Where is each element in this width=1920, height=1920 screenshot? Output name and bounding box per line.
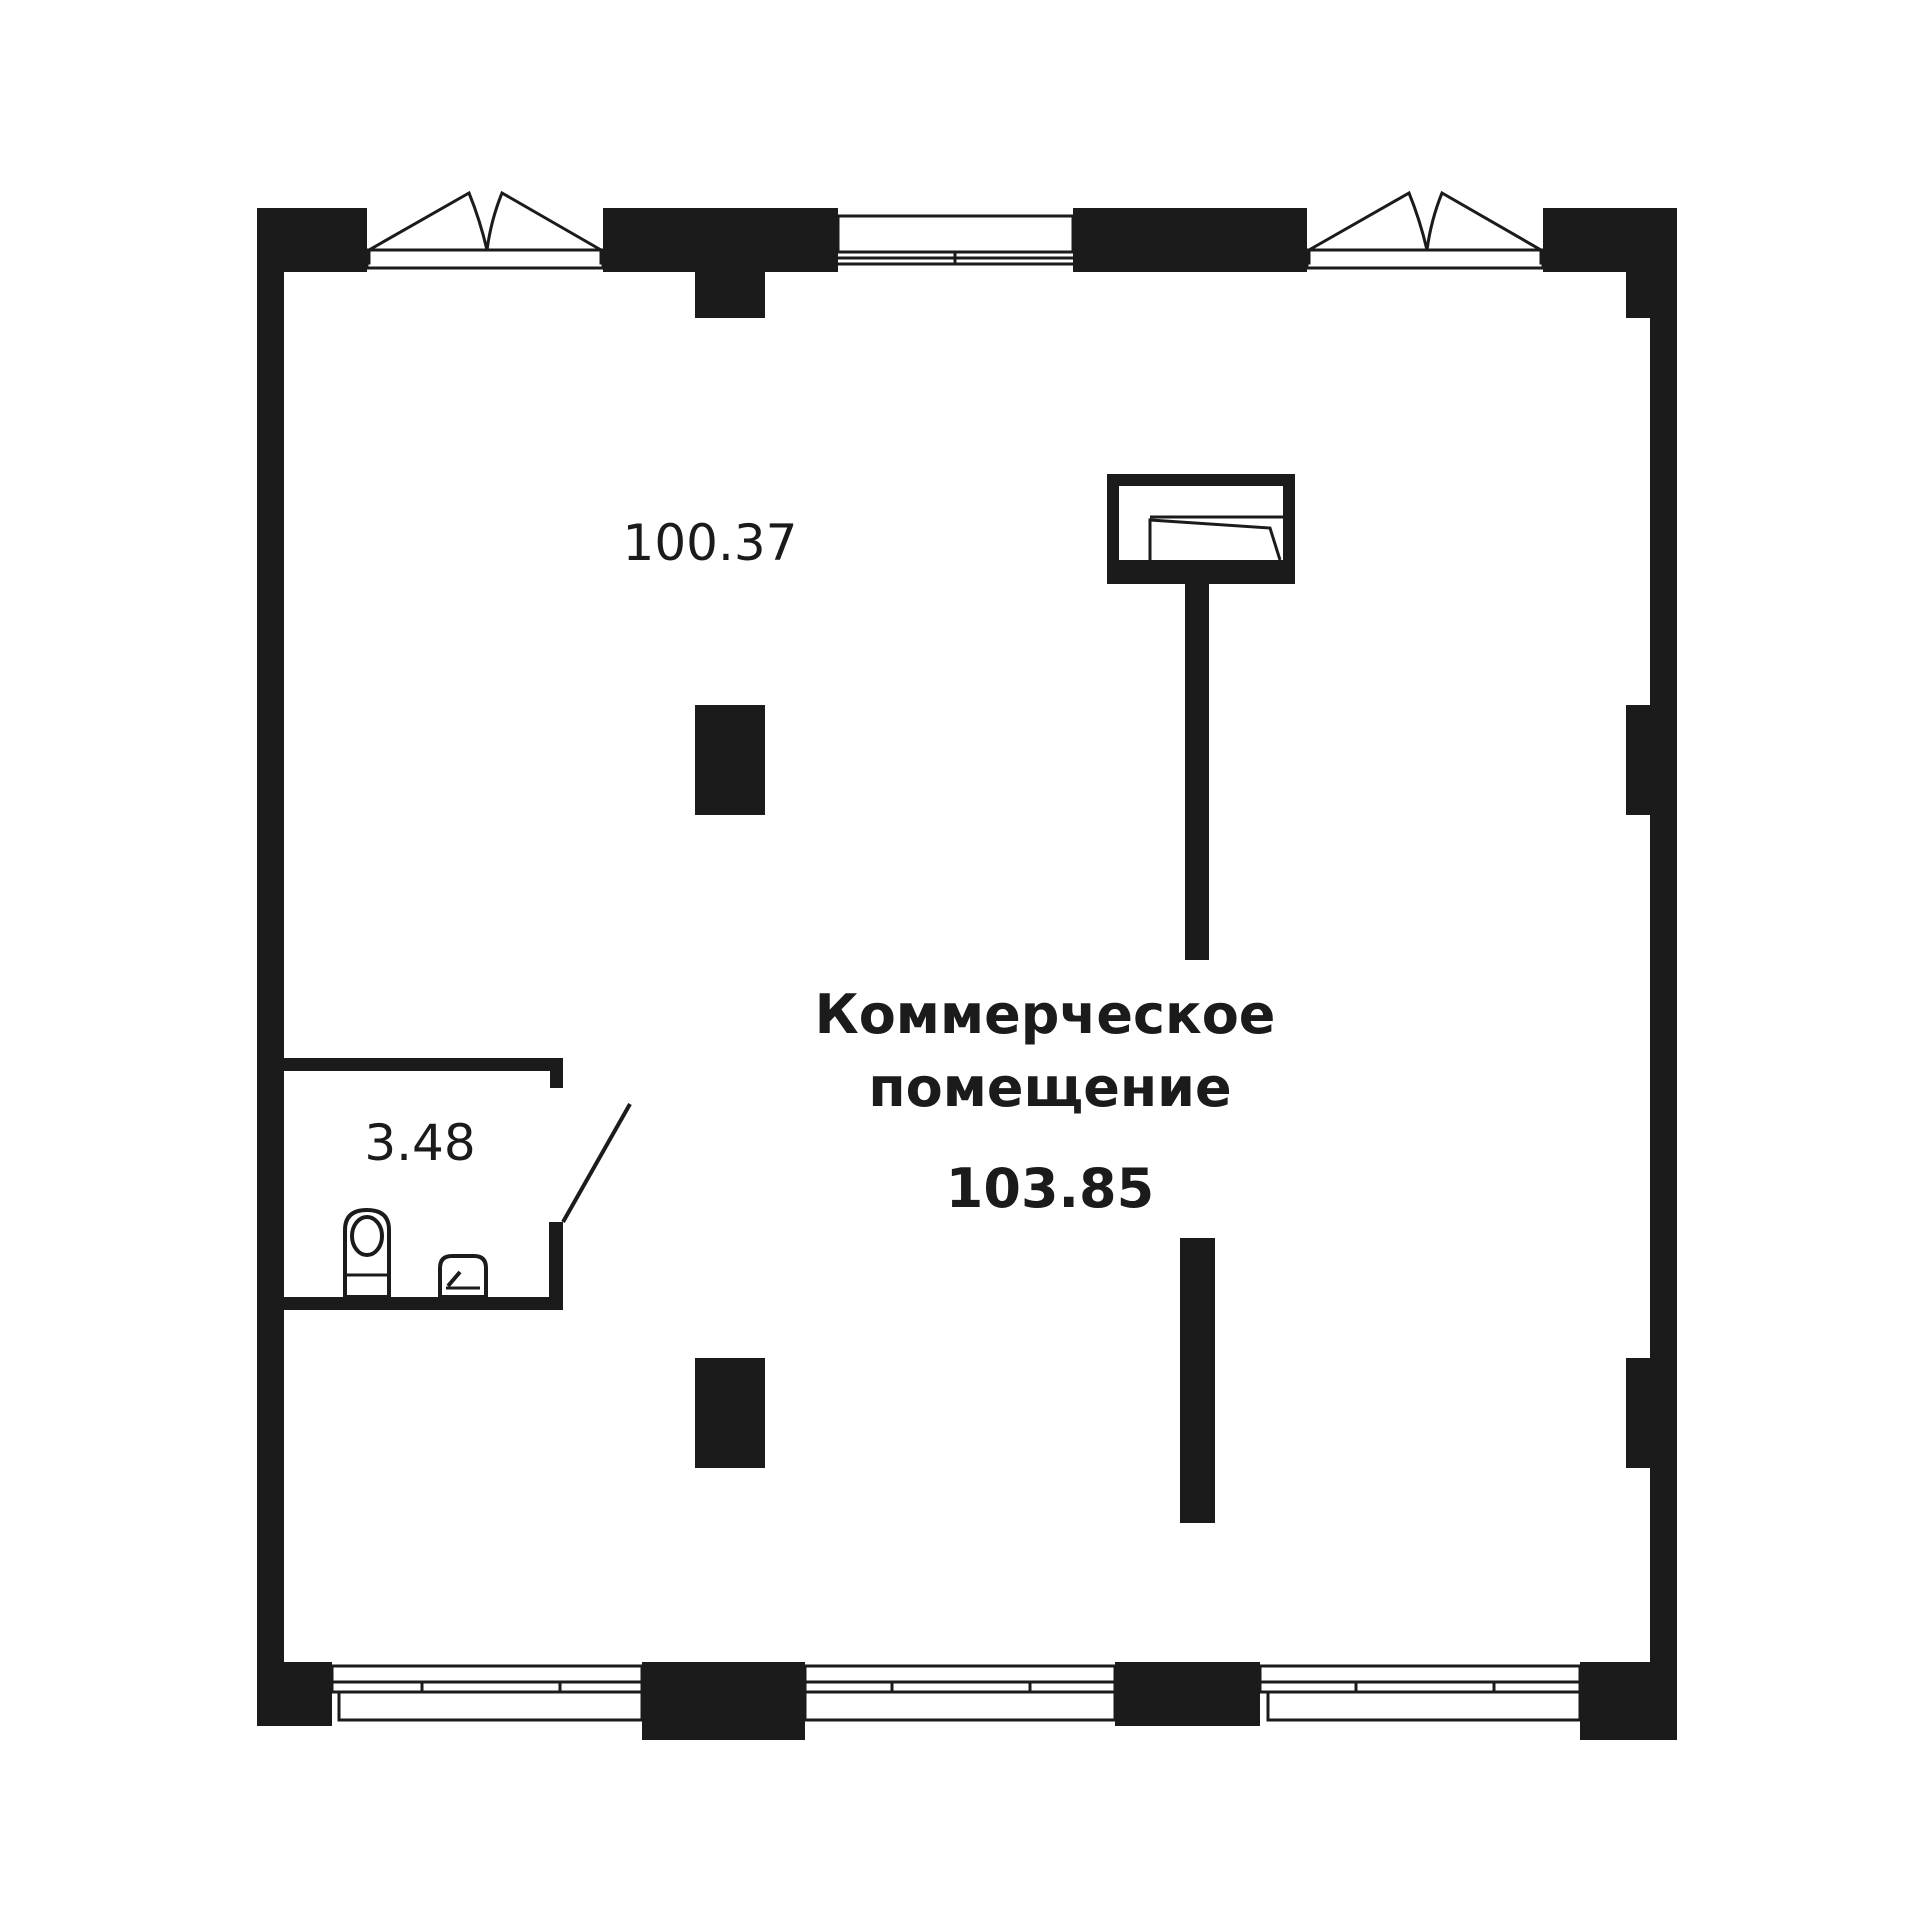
premises-name-line2: помещение <box>868 1056 1231 1119</box>
window-bottom-center <box>803 1664 1117 1722</box>
partition-lower <box>1180 1238 1215 1523</box>
right-pilaster-bottom <box>1626 1358 1650 1468</box>
right-pilaster-mid <box>1626 705 1650 815</box>
right-pilaster-top <box>1626 272 1650 318</box>
top-pilaster <box>695 272 765 318</box>
column-lower <box>695 1358 765 1468</box>
window-bottom-right <box>1258 1664 1582 1722</box>
window-bottom-left <box>330 1664 644 1722</box>
toilet-icon <box>343 1207 391 1299</box>
columns <box>695 272 1650 1468</box>
sink-icon <box>438 1254 488 1299</box>
partition-upper <box>1185 584 1209 960</box>
ventilation-shaft <box>1107 474 1295 960</box>
main-hall-area: 100.37 <box>623 514 798 572</box>
restroom-door <box>561 1103 632 1223</box>
entrance-door-right <box>1298 190 1552 270</box>
restroom-area: 3.48 <box>364 1114 475 1172</box>
window-top-center <box>830 214 1081 266</box>
column-upper <box>695 705 765 815</box>
exterior-walls <box>257 208 1677 1740</box>
premises-total-area: 103.85 <box>946 1157 1154 1220</box>
restroom-walls <box>284 1058 563 1310</box>
premises-name-line1: Коммерческое <box>815 983 1276 1046</box>
entrance-door-left <box>358 190 612 270</box>
